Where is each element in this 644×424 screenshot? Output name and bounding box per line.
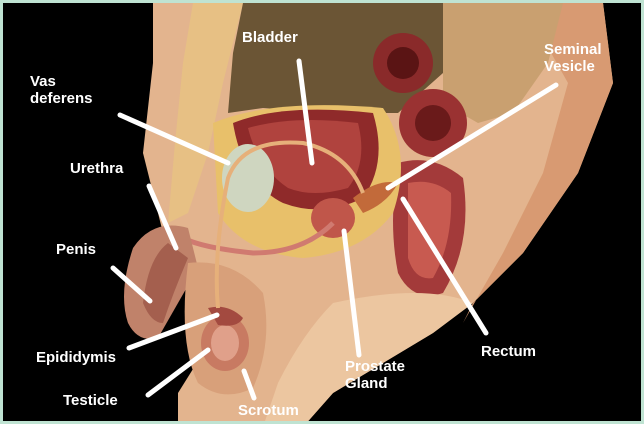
label-scrotum: Scrotum: [238, 402, 299, 419]
label-urethra: Urethra: [70, 160, 123, 177]
prostate-shape: [311, 198, 355, 238]
label-epididymis: Epididymis: [36, 349, 116, 366]
label-vas-deferens: Vas deferens: [30, 73, 110, 107]
label-testicle: Testicle: [63, 392, 118, 409]
label-penis: Penis: [56, 241, 96, 258]
label-rectum: Rectum: [481, 343, 536, 360]
label-seminal-vesicle: Seminal Vesicle: [544, 41, 614, 75]
label-bladder: Bladder: [242, 29, 298, 46]
label-prostate-gland: Prostate Gland: [345, 358, 415, 392]
